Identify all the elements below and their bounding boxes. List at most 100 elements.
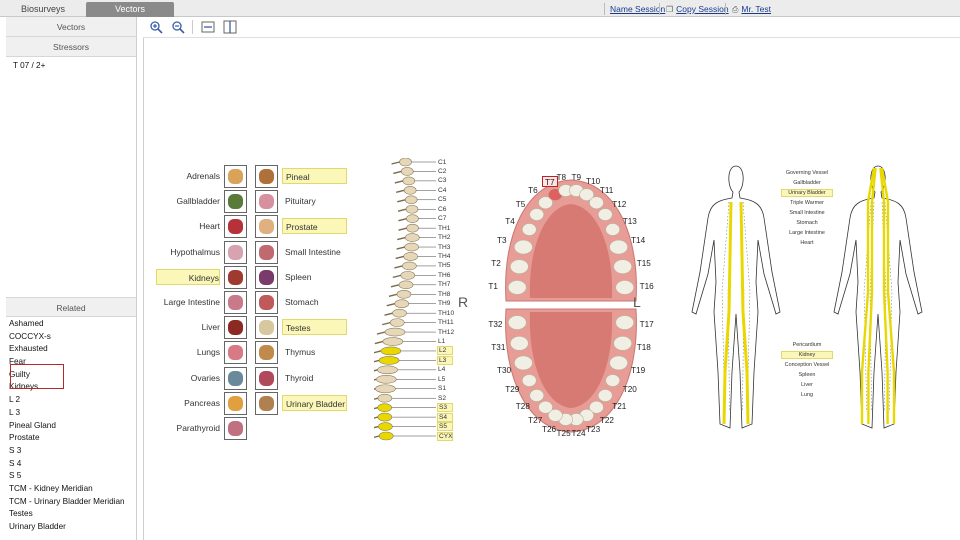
related-item[interactable]: Exhausted [9, 344, 48, 354]
split-view-icon[interactable] [223, 20, 237, 34]
vertebra[interactable] [398, 280, 414, 290]
vertebra[interactable] [396, 289, 412, 299]
meridian-label[interactable]: Gallbladder [793, 180, 821, 186]
organ-icon[interactable] [255, 240, 278, 264]
vertebra[interactable] [380, 346, 402, 356]
tooth-label[interactable]: T19 [631, 365, 646, 375]
spine-label[interactable]: TH8 [438, 290, 451, 298]
related-item[interactable]: TCM - Kidney Meridian [9, 483, 93, 493]
tab-biosurveys[interactable]: Biosurveys [20, 4, 65, 14]
vertebra[interactable] [392, 308, 407, 318]
tooth-label[interactable]: T4 [505, 216, 515, 226]
tooth-label[interactable]: T18 [636, 343, 651, 353]
organ-label[interactable]: Ovaries [190, 372, 220, 383]
tooth[interactable] [507, 315, 527, 330]
organ-icon[interactable] [224, 417, 247, 440]
tooth[interactable] [579, 188, 594, 201]
tab-vectors[interactable]: Vectors [86, 2, 174, 17]
vectors-header[interactable]: Vectors [6, 17, 136, 37]
spine-label[interactable]: C4 [438, 186, 447, 194]
meridian-label[interactable]: Triple Warmer [790, 200, 824, 206]
related-item[interactable]: S 4 [9, 458, 22, 468]
vertebra[interactable] [404, 195, 418, 205]
organ-label[interactable]: Parathyroid [176, 423, 220, 433]
vertebra[interactable] [406, 214, 419, 223]
meridian-label[interactable]: Liver [801, 382, 813, 388]
spine-label[interactable]: S5 [437, 422, 453, 432]
spine-label[interactable]: CYX [437, 431, 453, 441]
tooth[interactable] [597, 208, 613, 221]
spine-label[interactable]: C5 [438, 196, 447, 204]
organ-label[interactable]: Pancreas [184, 397, 220, 408]
kidney-meridian[interactable] [739, 201, 750, 425]
tooth-label[interactable]: T8 [556, 172, 567, 182]
vertebra[interactable] [377, 365, 398, 375]
tooth-label[interactable]: T11 [599, 186, 614, 196]
tooth[interactable] [514, 239, 533, 255]
related-item[interactable]: COCCYX-s [9, 331, 51, 341]
copy-session-link[interactable]: ❐Copy Session [666, 3, 729, 15]
vertebra[interactable] [378, 356, 400, 365]
tooth[interactable] [605, 223, 621, 236]
organ-label[interactable]: Thymus [285, 347, 316, 358]
vertebra[interactable] [400, 271, 416, 280]
related-item[interactable]: Testes [9, 509, 33, 519]
organ-icon[interactable] [255, 190, 278, 214]
vertebra[interactable] [404, 233, 420, 242]
organ-icon[interactable] [255, 316, 278, 340]
meridian-label[interactable]: Governing Vessel [785, 170, 829, 176]
urinary-bladder-meridian[interactable] [879, 167, 889, 424]
spine-label[interactable]: C7 [438, 215, 447, 223]
organ-label[interactable]: Stomach [285, 297, 319, 307]
user-link[interactable]: ⎙Mr. Test [732, 3, 771, 15]
vertebra[interactable] [382, 337, 404, 346]
organ-icon[interactable] [255, 215, 278, 239]
tooth[interactable] [521, 374, 537, 387]
meridian-label[interactable]: Stomach [796, 220, 818, 226]
spine-label[interactable]: C3 [438, 177, 447, 185]
spine-label[interactable]: L4 [438, 366, 446, 374]
related-item[interactable]: L 3 [9, 407, 21, 417]
related-item[interactable]: Pineal Gland [9, 420, 56, 430]
tooth-label[interactable]: T6 [528, 186, 538, 196]
related-item[interactable]: TCM - Urinary Bladder Meridian [9, 496, 125, 506]
tooth-label[interactable]: T31 [491, 343, 506, 353]
organ-label[interactable]: Testes [282, 319, 347, 336]
organ-label[interactable]: Kidneys [156, 268, 220, 285]
organ-icon[interactable] [255, 341, 278, 365]
organ-label[interactable]: Lungs [196, 347, 220, 358]
tooth[interactable] [548, 409, 563, 422]
related-item[interactable]: Kidneys [9, 382, 39, 392]
tooth-label[interactable]: T16 [639, 282, 654, 292]
tooth[interactable] [529, 389, 545, 402]
tooth[interactable] [538, 196, 553, 210]
zoom-out-icon[interactable] [171, 20, 185, 34]
vertebra[interactable] [400, 167, 414, 176]
organ-label[interactable]: Liver [201, 322, 220, 333]
vertebra[interactable] [377, 403, 392, 412]
tooth[interactable] [605, 374, 621, 387]
tooth-label[interactable]: T21 [612, 402, 627, 412]
vertebra[interactable] [405, 204, 419, 214]
meridian-label[interactable]: Large Intestine [789, 230, 825, 236]
tooth-label[interactable]: T29 [505, 385, 520, 395]
tooth[interactable] [521, 223, 537, 236]
tooth-label[interactable]: T14 [631, 236, 646, 246]
tooth-label[interactable]: T15 [636, 258, 651, 268]
vertebra[interactable] [377, 412, 393, 422]
stressor-item[interactable]: T 07 / 2+ [13, 61, 46, 70]
tooth[interactable] [514, 355, 533, 371]
vertebra[interactable] [402, 261, 417, 271]
organ-icon[interactable] [224, 316, 247, 340]
tooth-label[interactable]: T30 [496, 365, 512, 375]
vertebra[interactable] [384, 327, 406, 337]
vertebra[interactable] [406, 223, 419, 233]
spine-label[interactable]: S3 [437, 403, 453, 413]
vertebra[interactable] [404, 242, 419, 252]
vertebra[interactable] [403, 252, 418, 261]
organ-label[interactable]: Urinary Bladder [282, 394, 347, 411]
tooth[interactable] [615, 315, 635, 330]
spine-label[interactable]: L5 [438, 375, 446, 383]
meridian-label[interactable]: Pericardium [792, 342, 822, 348]
related-item[interactable]: Guilty [9, 369, 30, 379]
